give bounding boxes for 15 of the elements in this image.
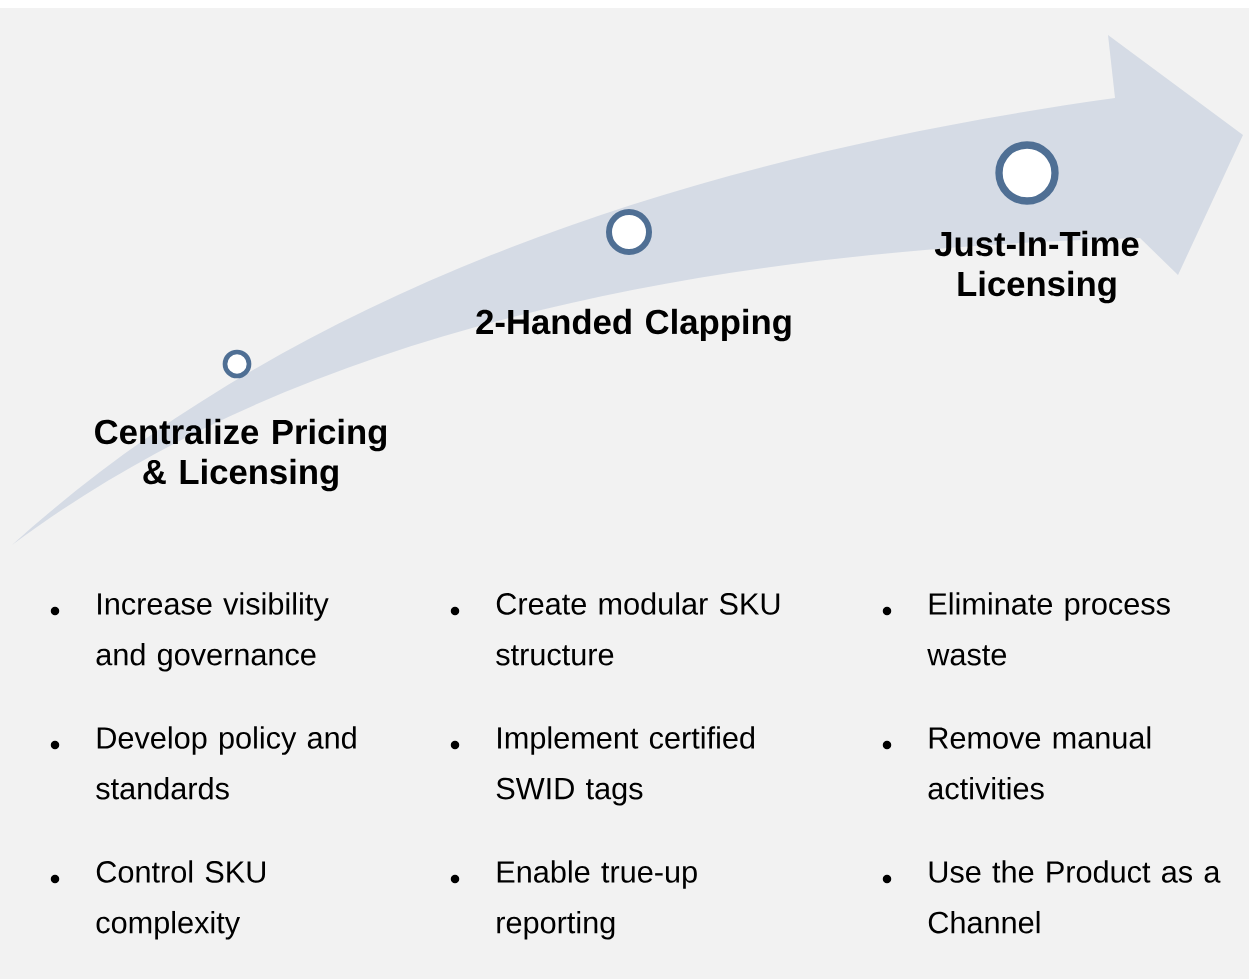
bullet-item: Implement certified SWID tags	[450, 726, 755, 806]
bullet-item: Remove manual activities	[882, 726, 1151, 800]
milestone-circle	[606, 209, 652, 255]
bullet-item: Enable true-up reporting	[450, 860, 697, 940]
milestone-heading: Centralize Pricing & Licensing	[95, 418, 387, 492]
bullet-item: Increase visibility and governance	[50, 592, 329, 672]
bullet-item: Eliminate process waste	[882, 592, 1170, 666]
bullet-item: Control SKU complexity	[50, 860, 265, 940]
bullet-item: Develop policy and standards	[50, 726, 356, 800]
bullet-item: Use the Product as a Channel	[882, 860, 1221, 934]
milestone-circle	[995, 141, 1059, 205]
milestone-heading: 2-Handed Clapping	[476, 308, 791, 342]
bullet-item: Create modular SKU structure	[450, 592, 780, 666]
milestone-heading: Just-In-Time Licensing	[934, 230, 1139, 304]
milestone-circle	[222, 349, 252, 379]
